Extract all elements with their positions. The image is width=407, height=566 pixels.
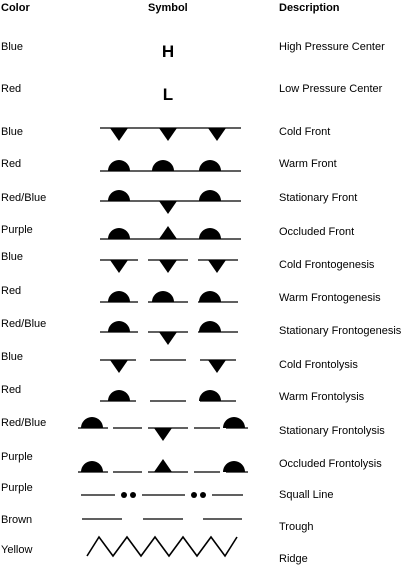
row-high-pressure-description: High Pressure Center — [279, 41, 385, 53]
row-stationary-frontolysis-description: Stationary Frontolysis — [279, 425, 385, 437]
row-occluded-front-color: Purple — [1, 224, 33, 236]
row-stationary-front-description: Stationary Front — [279, 192, 358, 204]
row-warm-frontolysis-color: Red — [1, 384, 22, 396]
row-warm-front-description: Warm Front — [279, 158, 337, 170]
row-ridge-color: Yellow — [1, 544, 33, 556]
row-cold-frontogenesis-color: Blue — [1, 251, 24, 263]
cold-frontogenesis-symbol — [100, 259, 238, 273]
row-stationary-frontogenesis-description: Stationary Frontogenesis — [279, 325, 402, 337]
row-warm-frontogenesis-description: Warm Frontogenesis — [279, 292, 381, 304]
row-occluded-frontolysis-description: Occluded Frontolysis — [279, 458, 382, 470]
row-occluded-front-description: Occluded Front — [279, 226, 355, 238]
row-cold-frontolysis-description: Cold Frontolysis — [279, 359, 358, 371]
high-pressure-symbol: H — [161, 42, 175, 61]
row-squall-line-color: Purple — [1, 482, 33, 494]
cold-front-symbol — [100, 127, 241, 141]
header-description: Description — [279, 2, 340, 14]
row-cold-frontogenesis-description: Cold Frontogenesis — [279, 259, 375, 271]
warm-front-symbol — [100, 160, 241, 172]
warm-frontolysis-symbol — [100, 390, 236, 402]
row-low-pressure-color: Red — [1, 83, 22, 95]
row-high-pressure-color: Blue — [1, 41, 24, 53]
row-cold-frontolysis-color: Blue — [1, 351, 24, 363]
stationary-front-symbol — [100, 190, 241, 214]
row-trough-color: Brown — [1, 514, 33, 526]
occluded-front-symbol — [100, 226, 241, 240]
stationary-frontolysis-symbol — [78, 417, 248, 441]
warm-frontogenesis-symbol — [100, 291, 238, 303]
row-ridge-description: Ridge — [279, 553, 308, 565]
row-trough-description: Trough — [279, 521, 314, 533]
row-warm-front-color: Red — [1, 158, 22, 170]
cold-frontolysis-symbol — [100, 359, 236, 373]
occluded-frontolysis-symbol — [78, 459, 248, 473]
header-symbol: Symbol — [148, 2, 188, 14]
row-squall-line-description: Squall Line — [279, 489, 334, 501]
low-pressure-symbol: L — [162, 85, 174, 104]
squall-line-symbol — [81, 492, 243, 498]
ridge-symbol — [86, 535, 238, 558]
row-stationary-front-color: Red/Blue — [1, 192, 47, 204]
row-low-pressure-description: Low Pressure Center — [279, 83, 383, 95]
row-stationary-frontogenesis-color: Red/Blue — [1, 318, 47, 330]
header-color: Color — [1, 2, 30, 14]
row-warm-frontolysis-description: Warm Frontolysis — [279, 391, 365, 403]
stationary-frontogenesis-symbol — [100, 321, 238, 345]
row-warm-frontogenesis-color: Red — [1, 285, 22, 297]
row-stationary-frontolysis-color: Red/Blue — [1, 417, 47, 429]
row-cold-front-description: Cold Front — [279, 126, 331, 138]
row-occluded-frontolysis-color: Purple — [1, 451, 33, 463]
row-cold-front-color: Blue — [1, 126, 24, 138]
